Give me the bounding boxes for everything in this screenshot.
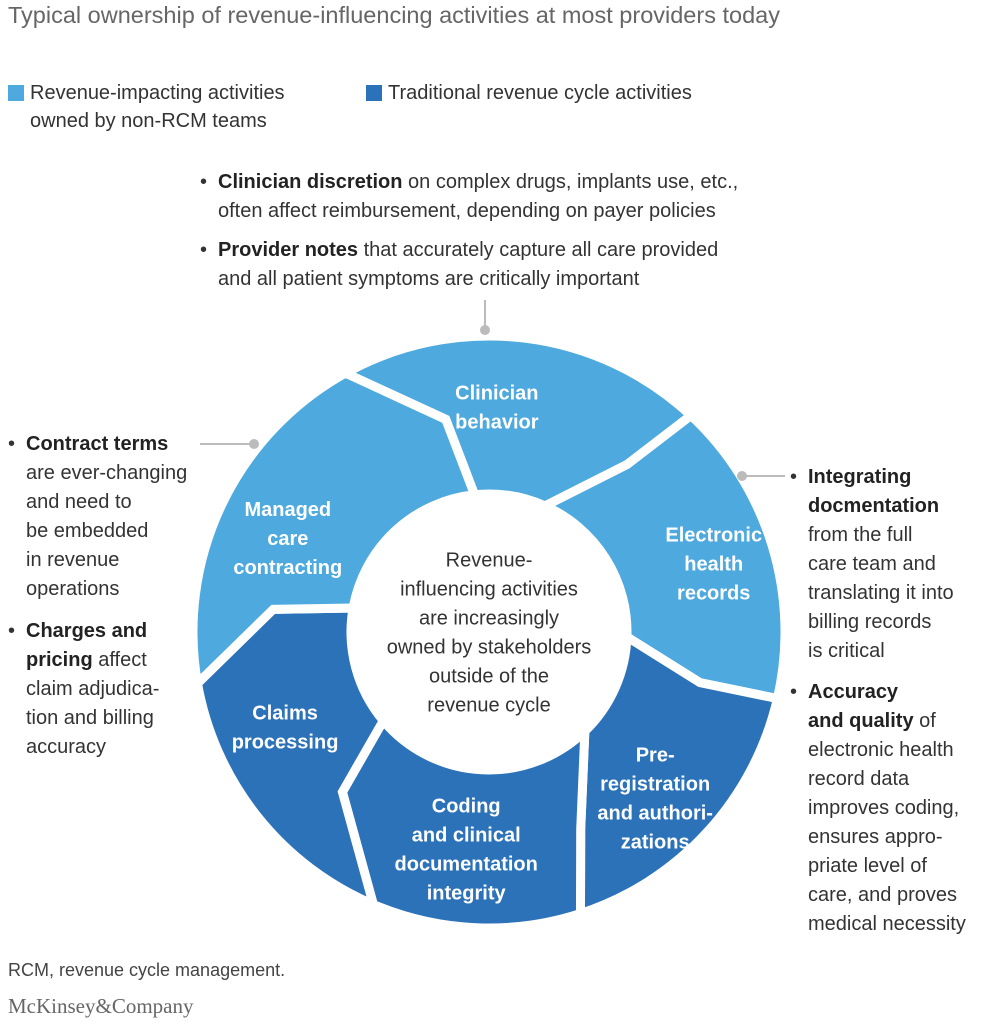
note-bold: Provider notes <box>218 239 359 261</box>
legend-label-dark: Traditional revenue cycle activities <box>388 82 692 104</box>
note-charges-pricing: • Charges and pricing affect claim adjud… <box>8 620 160 758</box>
connector-left-dot <box>249 439 259 449</box>
segment-managed <box>188 368 481 693</box>
note-bold: Charges and <box>26 620 148 642</box>
center-circle <box>361 504 617 760</box>
connector-top-dot <box>480 325 490 335</box>
segment-coding <box>337 712 590 933</box>
segment-claims <box>192 603 389 913</box>
footnote: RCM, revenue cycle management. <box>8 960 286 980</box>
segment-clinician <box>335 331 698 511</box>
legend-swatch-light <box>8 85 24 101</box>
note-clinician-discretion: • Clinician discretion on complex drugs,… <box>200 171 739 222</box>
legend-label-light-2: owned by non-RCM teams <box>30 110 267 132</box>
note-bold: Integrating <box>808 466 912 488</box>
note-bold: Clinician discretion <box>218 171 403 193</box>
connector-right-dot <box>737 471 747 481</box>
mckinsey-logo: McKinsey&Company <box>8 994 194 1018</box>
segment-prereg <box>575 628 783 920</box>
note-bold: Contract terms <box>26 433 169 455</box>
legend-label-light-1: Revenue-impacting activities <box>30 82 285 104</box>
page-title: Typical ownership of revenue-influencing… <box>8 2 780 28</box>
legend-item-dark: Traditional revenue cycle activities <box>366 80 766 108</box>
legend-swatch-dark <box>366 85 382 101</box>
note-contract-terms: • Contract terms are ever-changing and n… <box>8 433 188 600</box>
note-integrating-documentation: • Integrating docmentation from the full… <box>790 466 954 662</box>
legend-item-light: Revenue-impacting activities owned by no… <box>8 80 348 136</box>
note-accuracy-quality: • Accuracy and quality of electronic hea… <box>790 681 966 935</box>
note-provider-notes: • Provider notes that accurately capture… <box>200 239 719 290</box>
note-bold: Accuracy <box>808 681 899 703</box>
